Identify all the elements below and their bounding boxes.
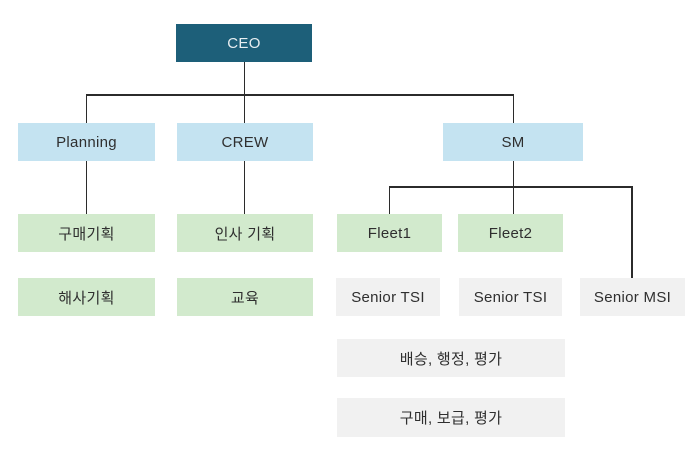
org-node-fleet1: Fleet1 [337,214,442,252]
connector-line-sm-horizontal [388,186,633,188]
connector-line-planning-down [85,161,87,214]
org-node-education: 교육 [177,278,313,316]
connector-line-sm-down [512,161,514,214]
org-node-sm: SM [443,123,583,161]
org-node-hr-planning: 인사 기획 [177,214,313,252]
connector-line-drop-sm [512,94,514,123]
connector-line-drop-planning [85,94,87,123]
connector-line-drop-fleet1 [388,186,390,214]
connector-line-drop-senior-msi [631,186,633,278]
org-node-planning: Planning [18,123,155,161]
org-node-crew: CREW [177,123,313,161]
connector-line-ceo-down [243,62,245,123]
org-node-maritime-planning: 해사기획 [18,278,155,316]
org-node-senior-tsi-1: Senior TSI [336,278,440,316]
connector-line-crew-down [243,161,245,214]
org-node-duties-crewing: 배승, 행정, 평가 [337,339,565,377]
org-node-duties-purchase: 구매, 보급, 평가 [337,398,565,437]
org-node-purchase-planning: 구매기획 [18,214,155,252]
org-node-senior-tsi-2: Senior TSI [459,278,562,316]
org-node-fleet2: Fleet2 [458,214,563,252]
connector-line-top-horizontal [85,94,514,96]
org-node-senior-msi: Senior MSI [580,278,685,316]
org-node-ceo: CEO [176,24,312,62]
